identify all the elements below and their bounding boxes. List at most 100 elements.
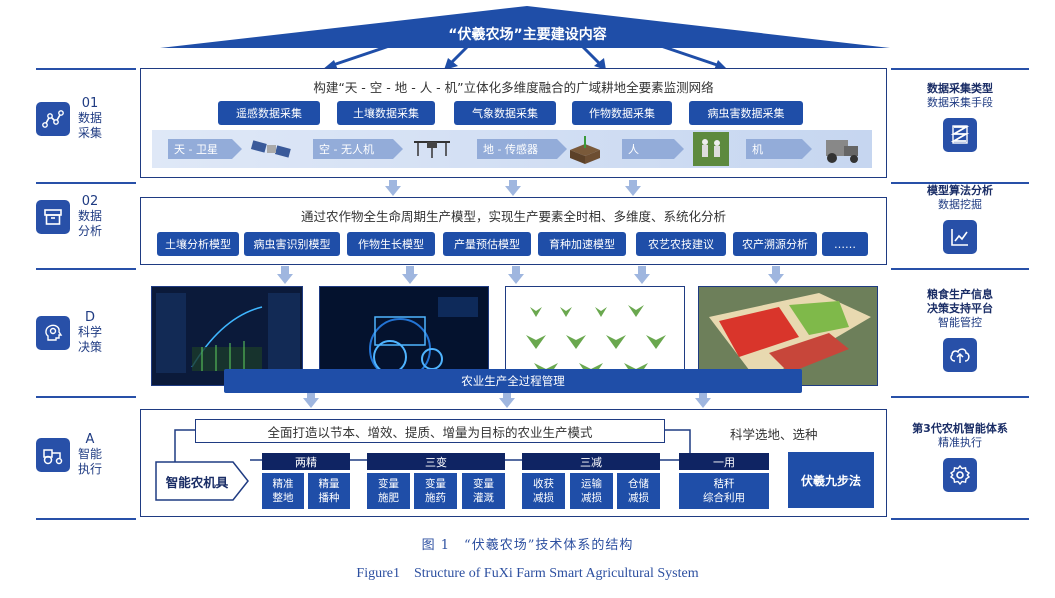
exec-chip: 运输 减损 [570, 473, 613, 509]
analysis-chip: 育种加速模型 [538, 232, 626, 256]
flow-arrow [505, 186, 521, 196]
exec-chip: 精准 整地 [262, 473, 304, 509]
source-label: 机 [746, 139, 812, 159]
layer-label-execution: A 智能 执行 [36, 432, 134, 477]
flow-arrow [303, 398, 319, 408]
flow-arrow [512, 266, 520, 274]
cloud-upload-icon [943, 338, 977, 372]
machine-label: 智能农机具 [165, 475, 229, 490]
right-divider [891, 182, 1029, 184]
flow-arrow [634, 274, 650, 284]
flow-arrow [508, 274, 524, 284]
collect-chip: 气象数据采集 [454, 101, 556, 125]
analysis-chip: 作物生长模型 [347, 232, 435, 256]
exec-chip: 秸秆 综合利用 [679, 473, 769, 509]
group-head: 三变 [367, 453, 505, 470]
left-divider [36, 268, 136, 270]
network-icon [36, 101, 70, 136]
exec-chip: 仓储 减损 [617, 473, 660, 509]
flow-arrow [768, 274, 784, 284]
exec-chip: 变量 灌溉 [462, 473, 505, 509]
flow-arrow [389, 180, 397, 186]
analysis-chip: …… [822, 232, 868, 256]
layer-name: 分析 [78, 224, 103, 238]
layer-name: 决策 [78, 340, 103, 354]
exec-chip: 精量 播种 [308, 473, 350, 509]
execution-goal: 全面打造以节本、增效、提质、增量为目标的农业生产模式 [195, 419, 665, 443]
figure-caption-cn: 图 1 “伏羲农场”技术体系的结构 [421, 538, 634, 553]
flow-arrow [277, 274, 293, 284]
diagram-title: “伏羲农场”主要建设内容 [448, 27, 607, 43]
right-label-execution: 第3代农机智能体系 精准执行 [891, 422, 1029, 492]
dashboard-screenshot [151, 286, 303, 386]
right-label-analysis: 模型算法分析 数据挖掘 [891, 184, 1029, 254]
layers-icon [943, 118, 977, 152]
soil-sensor-icon [568, 134, 602, 170]
analysis-title: 通过农作物全生命周期生产模型，实现生产要素全时相、多维度、系统化分析 [300, 209, 726, 224]
exec-chip: 变量 施肥 [367, 473, 410, 509]
right-title: 粮食生产信息 [927, 288, 993, 301]
layer-number: 02 [81, 194, 99, 209]
left-divider [36, 182, 136, 184]
layer-name: 数据 [78, 111, 103, 125]
collect-chip: 土壤数据采集 [337, 101, 435, 125]
layer-label-analysis: 02 数据 分析 [36, 194, 134, 239]
layer-number: D [85, 310, 96, 325]
group-head: 两精 [262, 453, 350, 470]
collect-title: 构建“天 - 空 - 地 - 人 - 机”立体化多维度融合的广域耕地全要素监测网… [313, 80, 714, 95]
drone-icon [410, 136, 454, 166]
flow-arrow [509, 180, 517, 186]
roof-banner [160, 6, 890, 70]
flow-arrow [699, 393, 707, 399]
layer-name: 智能 [78, 447, 103, 461]
execution-side-note: 科学选地、选种 [730, 427, 818, 442]
right-title: 数据采集类型 [927, 82, 993, 95]
layer-name: 采集 [78, 126, 103, 140]
analysis-chip: 农产溯源分析 [733, 232, 817, 256]
exec-chip: 变量 施药 [414, 473, 457, 509]
flow-arrow [638, 266, 646, 274]
right-subtitle: 数据挖掘 [938, 198, 982, 211]
figure-caption-en: Figure1 Structure of FuXi Farm Smart Agr… [356, 566, 699, 581]
left-divider [36, 518, 136, 520]
gear-icon [943, 458, 977, 492]
flow-arrow [406, 266, 414, 274]
line-chart-icon [943, 220, 977, 254]
group-head: 三减 [522, 453, 660, 470]
flow-arrow [499, 398, 515, 408]
tractor-icon [36, 437, 70, 472]
flow-arrow [307, 393, 315, 399]
process-management-bar: 农业生产全过程管理 [224, 369, 802, 393]
brain-gear-icon [36, 315, 70, 350]
machine-photo [820, 134, 864, 168]
nine-steps-box: 伏羲九步法 [788, 452, 874, 508]
right-label-collect: 数据采集类型 数据采集手段 [891, 82, 1029, 152]
layer-label-decision: D 科学 决策 [36, 310, 134, 355]
flow-arrow [281, 266, 289, 274]
left-divider [36, 396, 136, 398]
flow-arrow [695, 398, 711, 408]
source-label: 天 - 卫星 [168, 139, 242, 159]
layer-label-collect: 01 数据 采集 [36, 96, 134, 141]
analysis-chip: 土壤分析模型 [157, 232, 239, 256]
right-title: 决策支持平台 [927, 302, 993, 315]
collect-chip: 病虫害数据采集 [689, 101, 803, 125]
exec-chip: 收获 减损 [522, 473, 565, 509]
right-subtitle: 智能管控 [938, 316, 982, 329]
layer-name: 执行 [78, 462, 103, 476]
layer-name: 数据 [78, 209, 103, 223]
group-head: 一用 [679, 453, 769, 470]
left-divider [36, 68, 136, 70]
source-label: 空 - 无人机 [313, 139, 403, 159]
analysis-chip: 产量预估模型 [443, 232, 531, 256]
flow-arrow [385, 186, 401, 196]
collect-chip: 遥感数据采集 [218, 101, 320, 125]
layer-number: 01 [81, 96, 99, 111]
analysis-chip: 农艺农技建议 [636, 232, 726, 256]
right-title: 第3代农机智能体系 [912, 422, 1008, 435]
flow-arrow [402, 274, 418, 284]
layer-name: 科学 [78, 325, 103, 339]
layer-number: A [85, 432, 95, 447]
tractor-hologram-screenshot [319, 286, 489, 386]
right-subtitle: 数据采集手段 [927, 96, 993, 109]
